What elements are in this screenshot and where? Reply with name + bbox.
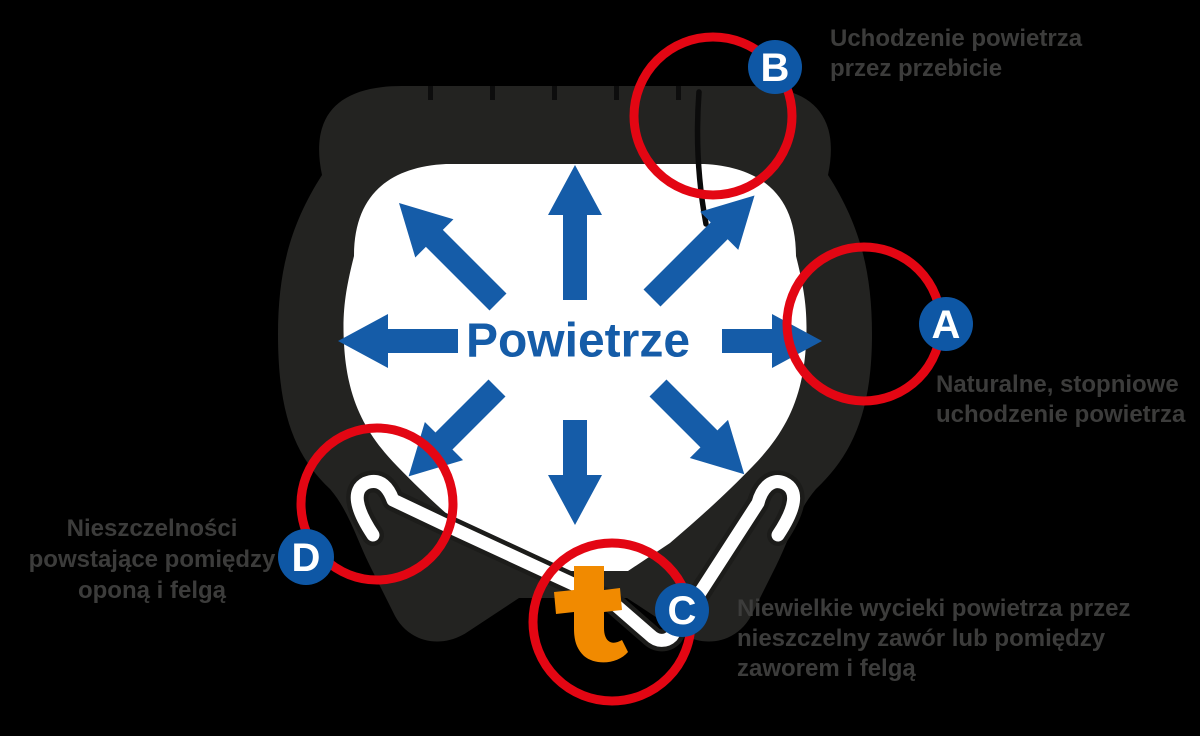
label-c-line-2: nieszczelny zawór lub pomiędzy [737, 625, 1106, 652]
orange-t-brand-logo-icon [554, 566, 628, 663]
badge-c-letter: C [668, 589, 697, 633]
air-arrow-up-icon [548, 165, 602, 300]
rim-bead-line [350, 475, 801, 647]
label-c-line-1: Niewielkie wycieki powietrza przez [737, 595, 1131, 622]
badge-a-letter: A [932, 303, 961, 347]
letter-badges: B A D C [278, 40, 973, 637]
air-arrow-left-icon [338, 314, 458, 368]
air-arrow-up-right-icon [643, 195, 755, 307]
label-d-line-2: powstające pomiędzy [29, 546, 276, 573]
powietrze-label: Powietrze [466, 315, 690, 368]
air-arrow-down-right-icon [649, 379, 745, 475]
label-d-line-3: oponą i felgą [78, 577, 227, 604]
label-c-line-3: zaworem i felgą [737, 655, 916, 682]
label-a-line-2: uchodzenie powietrza [936, 401, 1186, 428]
leak-labels: Uchodzenie powietrza przez przebicie Nat… [29, 25, 1186, 682]
badge-d-letter: D [292, 536, 321, 580]
label-b-line-2: przez przebicie [830, 55, 1002, 82]
air-arrow-down-icon [548, 420, 602, 525]
tread-sipes [428, 86, 681, 100]
badge-a [919, 297, 973, 351]
leak-circle-b [629, 32, 797, 200]
badge-d [278, 529, 334, 585]
label-a-line-1: Naturalne, stopniowe [936, 371, 1179, 398]
badge-c [655, 583, 709, 637]
badge-b [748, 40, 802, 94]
air-arrow-up-left-icon [399, 203, 507, 311]
badge-b-letter: B [761, 46, 790, 90]
leak-circle-d [296, 423, 458, 585]
label-b-line-1: Uchodzenie powietrza [830, 25, 1083, 52]
label-d-line-1: Nieszczelności [67, 515, 238, 542]
puncture-slit-icon [694, 89, 709, 227]
